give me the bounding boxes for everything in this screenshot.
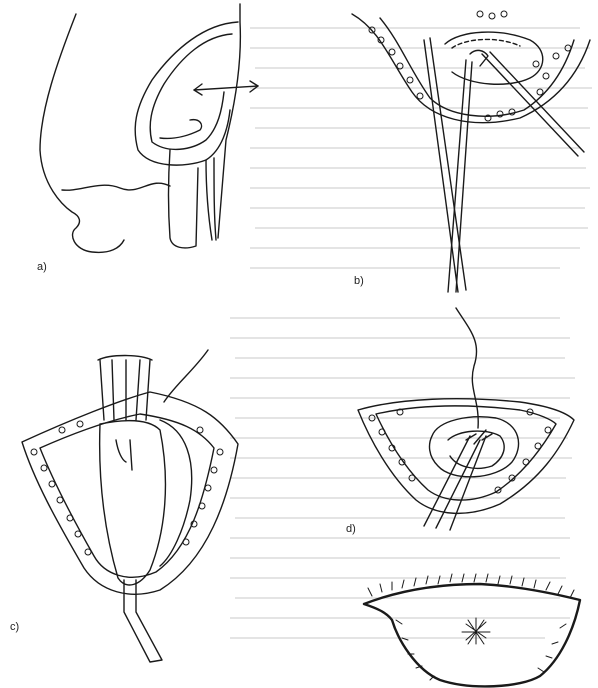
perineum-contour [62,183,170,190]
panel-c-drawing [22,350,238,662]
panel-label-d: d) [346,524,356,535]
mobility-arrow [194,86,258,90]
forceps-right-blade [448,60,472,292]
catheter-tubes [100,360,150,420]
panel-b-drawing [352,11,590,292]
suture-thread-d [456,308,478,428]
panel-label-c: c) [10,622,19,633]
panel-e-drawing [364,574,580,686]
catheter-tail [124,580,162,662]
stellate-scar [462,618,490,644]
dashed-incision [452,39,520,48]
bladder-outline [135,22,238,165]
bladder-inner-outline [150,34,232,149]
wound-inner-c [40,414,214,577]
mucosa-detail [116,440,132,470]
panel-d-drawing [358,308,574,530]
catheter-cap [98,356,152,361]
suture-thread-c [164,350,208,402]
urethra-inner [206,158,216,240]
fat-texture-b [369,11,571,121]
urethral-segment [100,421,166,585]
needle-holder-d [424,436,486,530]
abdominal-wall-line [218,4,240,238]
tissue-inner-detail [160,120,202,139]
panel-label-a: a) [37,262,47,273]
panel-a-drawing [40,4,258,252]
fat-texture-c [31,421,223,555]
body-contour [40,14,124,252]
wound-outline-c [22,392,238,594]
panel-label-b: b) [354,276,364,287]
